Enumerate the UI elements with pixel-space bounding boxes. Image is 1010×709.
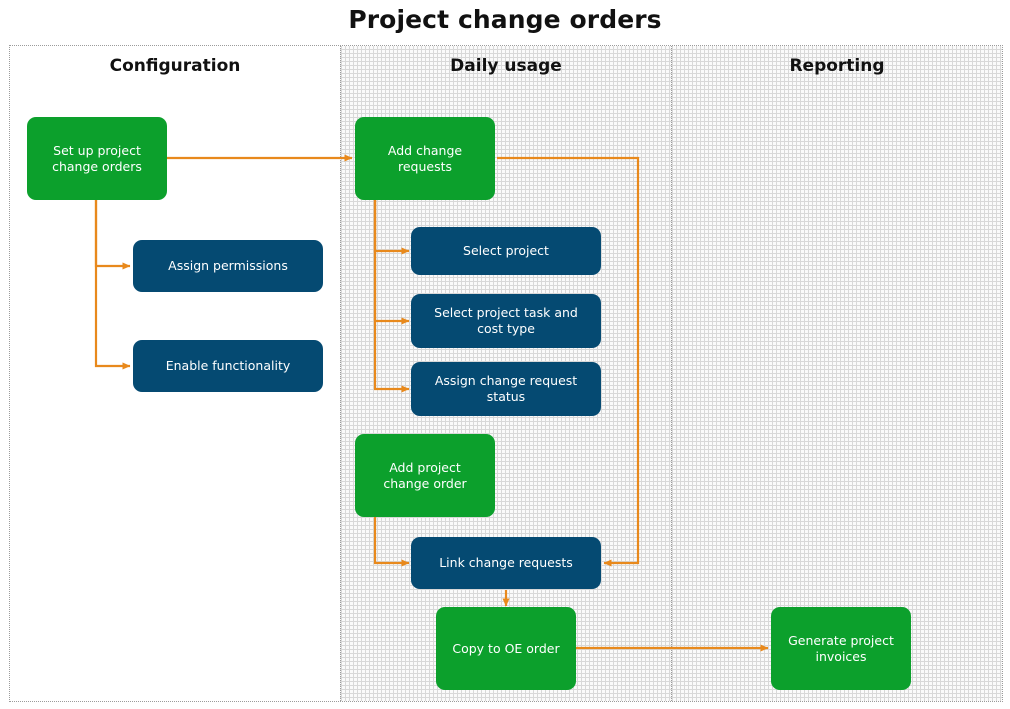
node-label: Set up project change orders <box>52 142 142 174</box>
node-label: Assign permissions <box>168 258 288 273</box>
node-select-project[interactable]: Select project <box>411 227 601 275</box>
node-enable-functionality[interactable]: Enable functionality <box>133 340 323 392</box>
node-label: Link change requests <box>439 555 573 570</box>
lane-reporting: Reporting <box>671 46 1002 701</box>
node-copy-to-oe-order[interactable]: Copy to OE order <box>436 607 576 690</box>
node-generate-project-invoices[interactable]: Generate project invoices <box>771 607 911 690</box>
node-assign-permissions[interactable]: Assign permissions <box>133 240 323 292</box>
node-label: Copy to OE order <box>452 640 560 656</box>
node-label: Select project task and cost type <box>434 305 578 336</box>
page-title: Project change orders <box>348 5 662 34</box>
lane-header-reporting: Reporting <box>789 56 885 76</box>
node-label: Select project <box>463 243 549 258</box>
node-label: Generate project invoices <box>788 632 894 664</box>
node-label: Add project change order <box>383 459 467 491</box>
lane-header-daily-usage: Daily usage <box>450 56 562 76</box>
lane-header-configuration: Configuration <box>109 56 241 76</box>
node-assign-change-request-status[interactable]: Assign change request status <box>411 362 601 416</box>
node-add-project-change-order[interactable]: Add project change order <box>355 434 495 517</box>
node-add-change-requests[interactable]: Add change requests <box>355 117 495 200</box>
node-select-project-task-and-cost-type[interactable]: Select project task and cost type <box>411 294 601 348</box>
node-label: Assign change request status <box>434 373 578 404</box>
node-label: Enable functionality <box>165 358 291 373</box>
node-link-change-requests[interactable]: Link change requests <box>411 537 601 589</box>
node-label: Add change requests <box>387 142 463 174</box>
node-set-up-project-change-orders[interactable]: Set up project change orders <box>27 117 167 200</box>
